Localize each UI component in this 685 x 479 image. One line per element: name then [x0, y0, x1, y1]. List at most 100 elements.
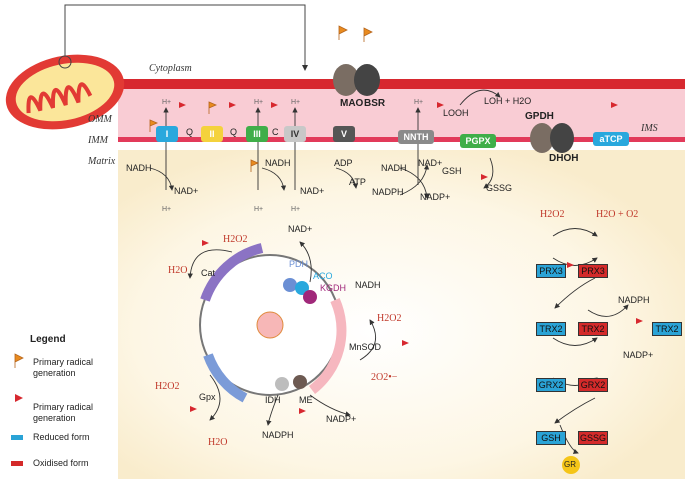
prx3-reduced: PRX3	[536, 264, 566, 278]
superoxide-label: 2O2•−	[371, 372, 398, 383]
nad-label: NAD+	[300, 186, 325, 196]
atp-label: ATP	[349, 177, 366, 187]
mnsod-arc	[308, 297, 347, 394]
proton-label: H+	[414, 99, 424, 106]
trx2-oxidised: TRX2	[578, 322, 608, 336]
gpx-label: Gpx	[199, 392, 216, 402]
nadh-label: NADH	[126, 163, 152, 173]
nadph-label: NADPH	[372, 187, 404, 197]
mao-label: MAO	[340, 98, 364, 109]
proton-label: H+	[291, 99, 301, 106]
kgdh-label: KGDH	[320, 283, 347, 293]
aco-dot	[295, 281, 309, 295]
h2o-label: H2O	[208, 437, 228, 448]
gssg-oxidised: GSSG	[578, 431, 608, 445]
connector-line	[64, 4, 308, 71]
gr-label: GR	[564, 460, 576, 469]
proton-label: H+	[291, 206, 301, 213]
gr-dot	[562, 456, 580, 474]
looh-label: LOOH	[443, 108, 469, 118]
trx2-side: TRX2	[652, 322, 682, 336]
gsh-reduced: GSH	[536, 431, 566, 445]
me-label: ME	[299, 395, 313, 405]
h2o-label: H2O	[168, 265, 188, 276]
c-label: C	[272, 127, 279, 137]
redox-h2o-o2-label: H2O + O2	[596, 209, 639, 220]
nadh-label: NADH	[265, 158, 291, 168]
pdh-dot	[283, 278, 297, 292]
tca-arcs	[187, 241, 377, 426]
tca-nadh-label: NADH	[355, 280, 381, 290]
complex-iv: IV	[284, 126, 306, 142]
radical-flags	[14, 25, 643, 420]
bsr-protein	[354, 64, 380, 96]
nad-label: NAD+	[418, 158, 443, 168]
pgpx-box: PGPX	[460, 134, 496, 148]
proton-label: H+	[254, 206, 264, 213]
legend-primary-red: Primary radical generation	[33, 402, 94, 423]
proton-label: H+	[162, 99, 172, 106]
complex-v: V	[333, 126, 355, 142]
legend-primary-orange: Primary radical generation	[33, 357, 94, 378]
legend-title: Legend	[30, 334, 66, 345]
bsr-label: BSR	[364, 98, 386, 109]
grx2-reduced: GRX2	[536, 378, 566, 392]
ims-label: IMS	[641, 123, 658, 134]
redox-nadp-label: NADP+	[623, 350, 654, 360]
legend-reduced: Reduced form	[33, 432, 90, 442]
cat-arc	[200, 243, 264, 302]
legend-reduced-swatch	[11, 435, 23, 440]
imm-label: IMM	[88, 135, 108, 146]
legend-oxidised-swatch	[11, 461, 23, 466]
complex-i: I	[156, 126, 178, 142]
h2o2-label: H2O2	[155, 381, 180, 392]
outer-membrane	[118, 79, 685, 89]
redox-h2o2-label: H2O2	[540, 209, 565, 220]
nadh-label: NADH	[381, 163, 407, 173]
complex-ii: II	[201, 126, 223, 142]
tca-center	[256, 311, 284, 339]
nad-label: NAD+	[174, 186, 199, 196]
nnth-box: NNTH	[398, 130, 434, 144]
mitochondrion-icon	[5, 54, 125, 130]
legend-oxidised: Oxidised form	[33, 458, 89, 468]
nadp-label: NADP+	[420, 192, 451, 202]
proton-label: H+	[254, 99, 264, 106]
h2o2-label: H2O2	[223, 234, 248, 245]
loh-label: LOH + H2O	[484, 96, 532, 106]
adp-label: ADP	[334, 158, 353, 168]
omm-label: OMM	[88, 114, 112, 125]
h2o2-label: H2O2	[377, 313, 402, 324]
grx2-oxidised: GRX2	[578, 378, 608, 392]
q1-label: Q	[186, 127, 194, 137]
gpdh-label: GPDH	[525, 111, 554, 122]
trx2-reduced: TRX2	[536, 322, 566, 336]
q2-label: Q	[230, 127, 238, 137]
aco-label: ACO	[313, 271, 333, 281]
gpdh-protein	[530, 123, 554, 153]
tca-nadph-label: NADPH	[262, 430, 294, 440]
cat-label: Cat	[201, 268, 216, 278]
atcp-box: aTCP	[593, 132, 629, 146]
gsh-label: GSH	[442, 166, 462, 176]
me-dot	[293, 375, 307, 389]
proton-label: H+	[162, 206, 172, 213]
complex-iii: III	[246, 126, 268, 142]
etc-arcs	[149, 89, 501, 199]
dhoh-label: DHOH	[549, 153, 579, 164]
redox-nadph-label: NADPH	[618, 295, 650, 305]
pdh-label: PDH	[289, 259, 309, 269]
gssg-label: GSSG	[486, 183, 513, 193]
prx3-oxidised: PRX3	[578, 264, 608, 278]
cytoplasm-label: Cytoplasm	[149, 63, 192, 74]
idh-label: IDH	[265, 395, 281, 405]
matrix-label: Matrix	[88, 156, 116, 167]
idh-dot	[275, 377, 289, 391]
mnsod-label: MnSOD	[349, 342, 382, 352]
gpx-arc	[203, 353, 248, 403]
mao-protein	[333, 64, 359, 96]
kgdh-dot	[303, 290, 317, 304]
dhoh-protein	[550, 123, 574, 153]
